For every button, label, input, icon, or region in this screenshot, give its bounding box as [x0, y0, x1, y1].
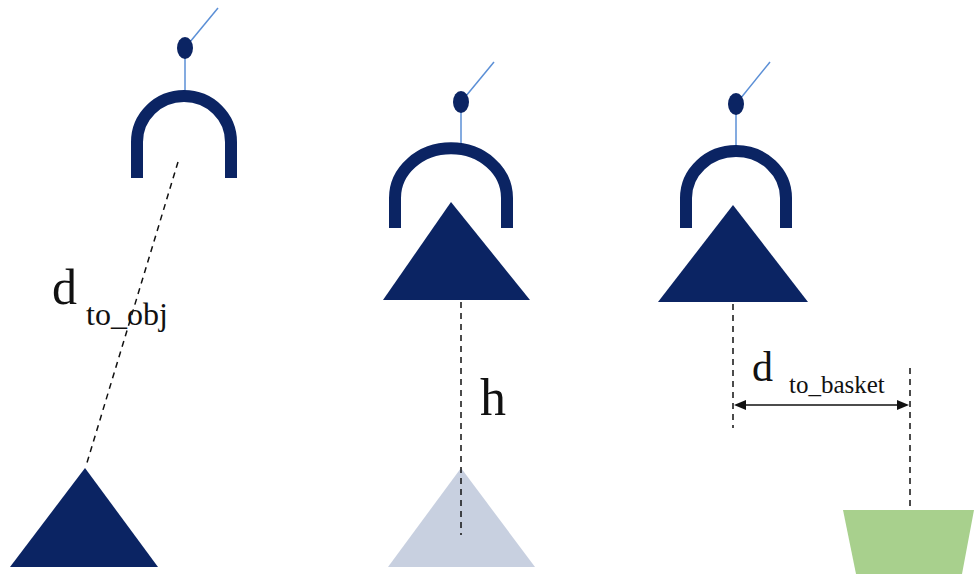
reference-line — [732, 304, 734, 428]
basket — [843, 510, 974, 574]
dimension-line — [737, 404, 906, 406]
arrowhead — [897, 400, 909, 410]
height-line — [460, 302, 462, 535]
distance-symbol: d — [52, 262, 77, 312]
distance-line — [86, 162, 178, 466]
gripper-joint — [177, 37, 193, 59]
gripper-joint — [453, 91, 469, 113]
reference-line — [909, 368, 911, 508]
distance-subscript: to_basket — [789, 372, 885, 397]
object — [658, 205, 808, 302]
height-symbol: h — [480, 372, 506, 424]
object — [383, 202, 530, 300]
gripper-jaw — [137, 96, 231, 178]
gripper-joint — [728, 93, 744, 115]
distance-subscript: to_obj — [86, 298, 168, 330]
arrowhead — [734, 400, 746, 410]
object — [10, 468, 158, 567]
distance-symbol: d — [752, 346, 773, 388]
